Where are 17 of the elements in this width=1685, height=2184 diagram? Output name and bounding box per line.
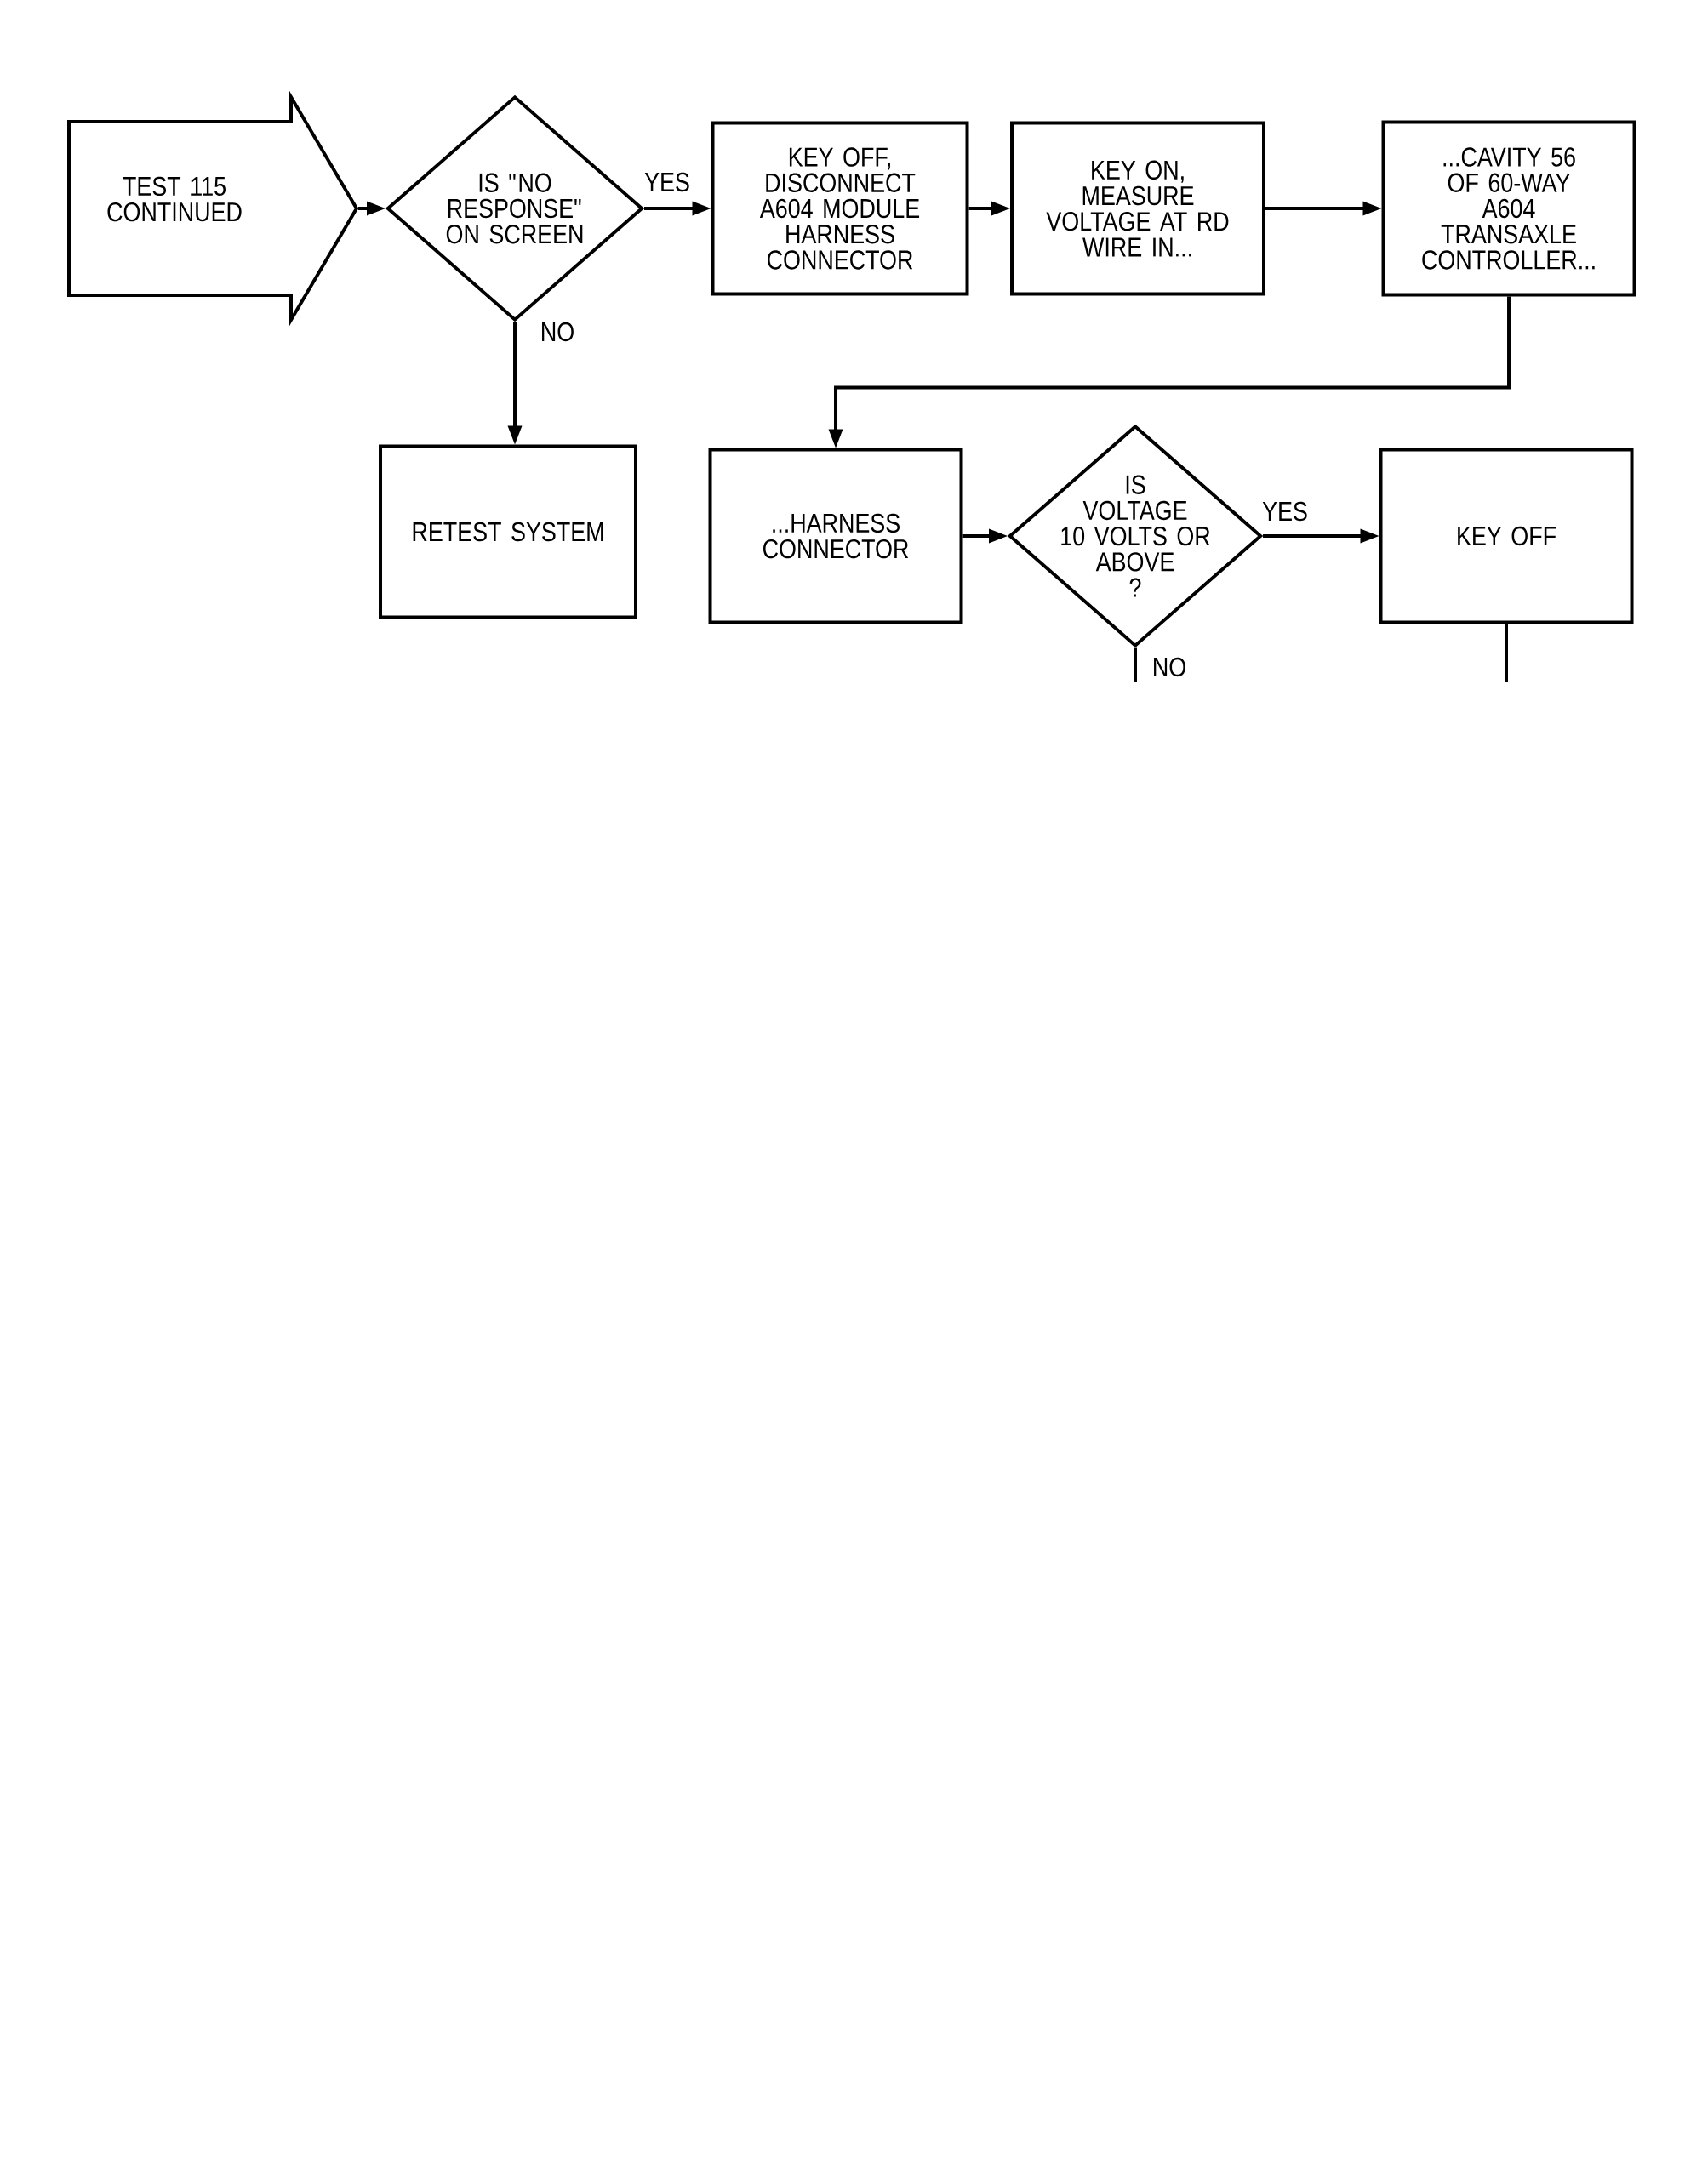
edge-label: NO [1147,653,1191,681]
arrow [962,528,1008,544]
process-box: ...HARNESS CONNECTOR [708,448,963,624]
arrow [507,322,523,445]
arrow [968,201,1010,216]
arrow [358,201,386,216]
process-box: KEY ON, MEASURE VOLTAGE AT RD WIRE IN... [1010,121,1265,296]
process-box: ...CAVITY 56 OF 60-WAY A604 TRANSAXLE CONTROLLER... [1381,120,1636,297]
arrow [1263,528,1379,544]
connector-line [1134,647,1137,682]
connector-line [1505,624,1508,682]
arrow [828,296,1511,448]
arrow [1265,201,1382,216]
process-box: RETEST SYSTEM [379,444,637,619]
process-box: KEY OFF, DISCONNECT A604 MODULE HARNESS CONNECTOR [711,121,969,296]
process-box: KEY OFF [1379,448,1634,624]
arrow [644,201,711,216]
